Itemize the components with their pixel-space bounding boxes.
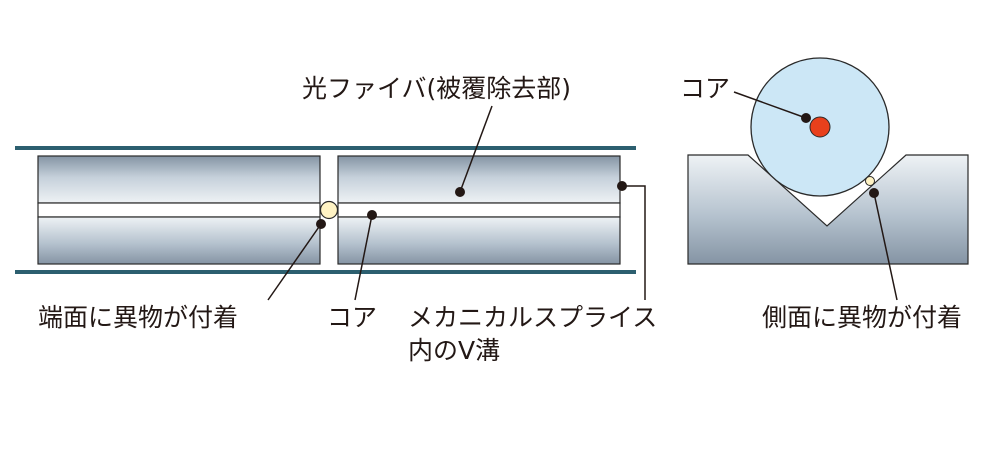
leader-end-face: [267, 219, 326, 301]
left-fiber-block: [37, 155, 321, 265]
v-groove-label-line1: メカニカルスプライス: [408, 303, 657, 332]
cross-section-view: コア 側面に異物が付着: [680, 57, 969, 332]
side-particle: [865, 176, 875, 186]
core-dot: [809, 116, 831, 138]
side-contamination-label: 側面に異物が付着: [762, 303, 962, 332]
leader-side: [869, 188, 898, 301]
leader-core-right: [733, 91, 811, 123]
fiber-stripped-label: 光ファイバ(被覆除去部): [302, 74, 571, 103]
core-label-right: コア: [680, 74, 730, 103]
v-groove-label-line2: 内のV溝: [408, 336, 500, 365]
end-face-contamination-label: 端面に異物が付着: [38, 303, 238, 332]
end-face-particle: [319, 200, 339, 220]
right-fiber-block: [337, 155, 621, 265]
side-view: 光ファイバ(被覆除去部) 端面に異物が付着 コア メカニカルスプライス 内のV溝: [15, 74, 657, 365]
v-groove-block: [687, 154, 969, 265]
core-label-left: コア: [327, 303, 377, 332]
leader-core-left: [354, 210, 377, 301]
leader-v-groove: [617, 181, 646, 300]
leader-fiber-stripped: [455, 105, 493, 197]
